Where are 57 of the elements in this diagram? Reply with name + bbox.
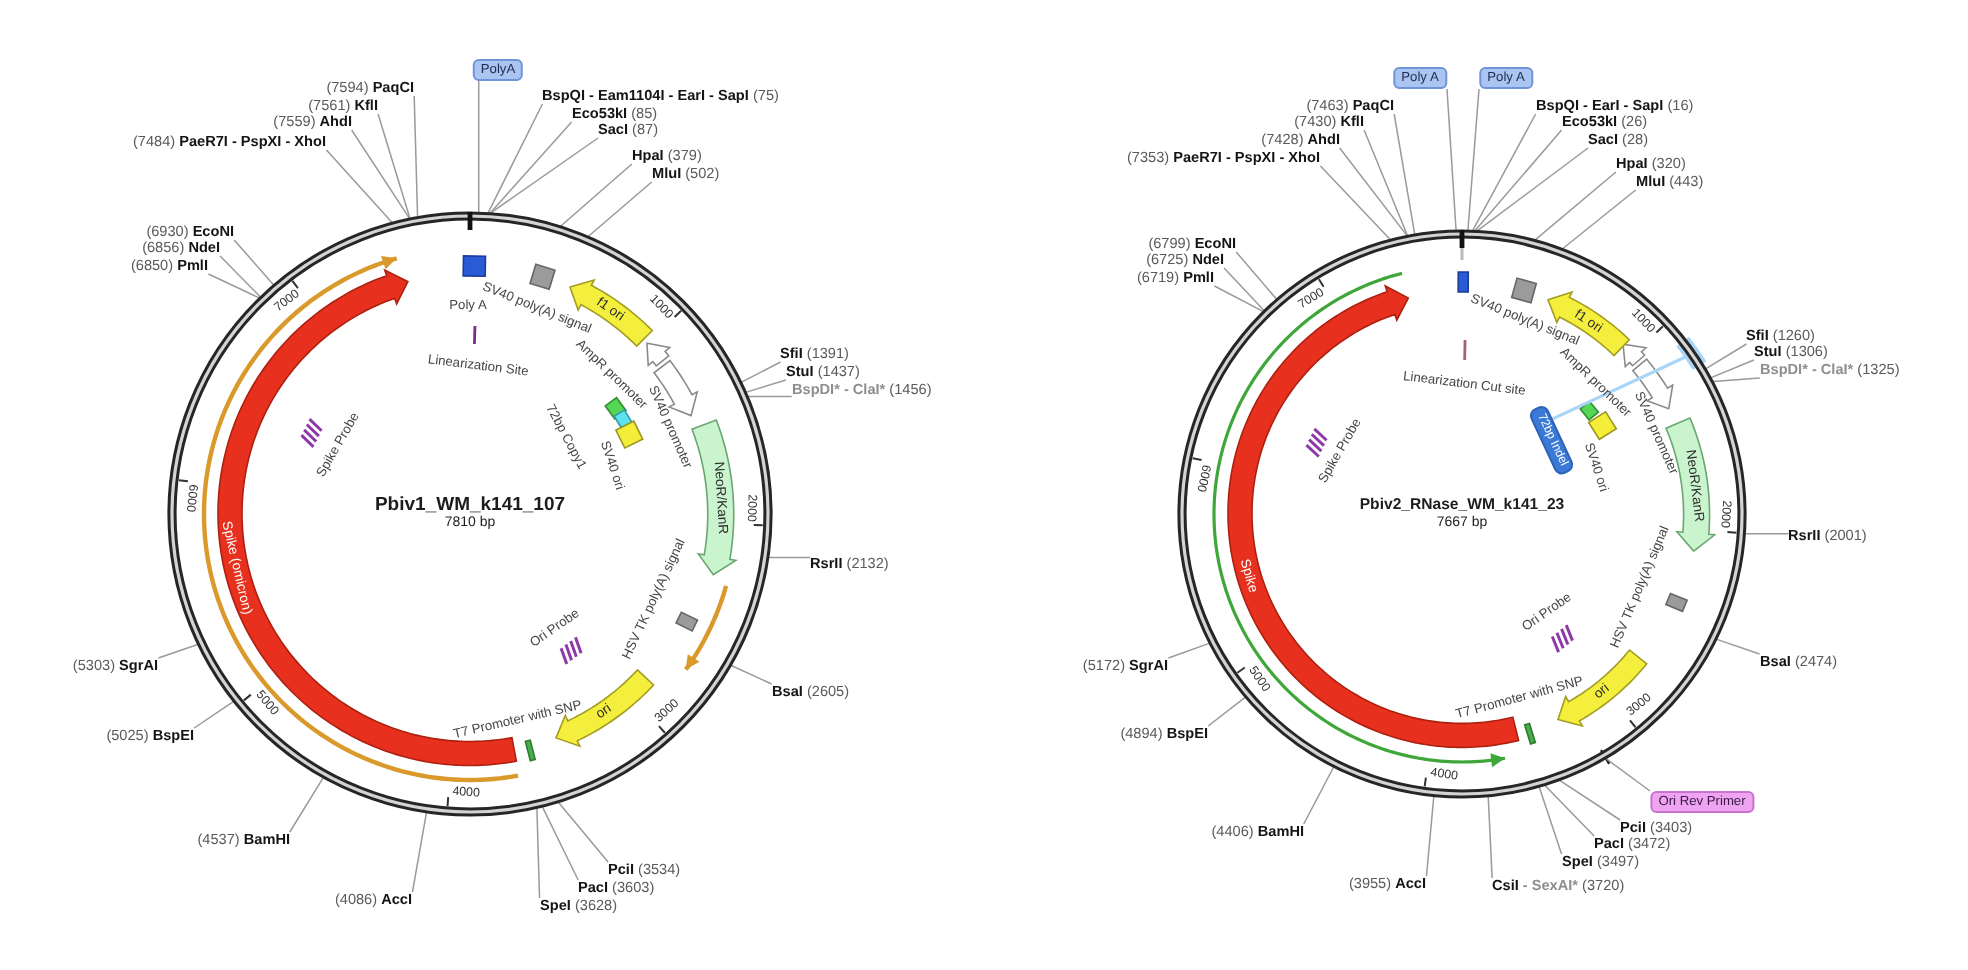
- leader-line: [1223, 267, 1265, 312]
- leader-line: [558, 801, 609, 863]
- leader-line: [1716, 638, 1761, 655]
- leader-line: [536, 807, 541, 899]
- leader-line: [1477, 147, 1589, 232]
- leader-line: [1605, 757, 1651, 792]
- leader-line: [1363, 129, 1409, 237]
- leader-line: [219, 255, 261, 298]
- leader-line: [1425, 795, 1435, 877]
- leader-line: [747, 395, 793, 398]
- leader-line: [325, 149, 393, 224]
- plasmid-name: Pbiv1_WM_k141_107: [374, 495, 566, 516]
- leader-line: [1744, 533, 1790, 535]
- leader-line: [233, 239, 275, 286]
- leader-line: [541, 806, 579, 881]
- feature-annotation: [689, 417, 737, 577]
- leader-line: [1534, 171, 1617, 241]
- leader-line: [350, 129, 410, 219]
- feature-annotation: [1555, 647, 1649, 728]
- leader-line: [1705, 343, 1748, 370]
- leader-line: [1474, 129, 1563, 232]
- leader-line: [1487, 796, 1493, 879]
- leader-line: [1472, 113, 1537, 231]
- leader-line: [487, 103, 544, 214]
- leader-line: [1207, 696, 1246, 727]
- leader-line: [1213, 285, 1264, 313]
- leader-line: [1303, 766, 1335, 825]
- leader-line: [560, 163, 633, 227]
- leader-line: [1710, 359, 1755, 379]
- leader-line: [193, 700, 235, 729]
- leader-line: [1544, 784, 1595, 837]
- leader-line: [1538, 786, 1563, 855]
- leader-line: [489, 121, 573, 214]
- leader-line: [1235, 251, 1278, 300]
- leader-line: [1338, 147, 1408, 237]
- leader-line: [289, 777, 324, 833]
- leader-line: [1559, 779, 1621, 821]
- leader-line: [730, 664, 773, 685]
- leader-line: [207, 273, 260, 299]
- leader-line: [1446, 88, 1457, 231]
- leader-line: [745, 379, 787, 393]
- leader-line: [1562, 189, 1637, 250]
- feature-annotation: [554, 668, 656, 749]
- leader-line: [157, 643, 199, 659]
- leader-line: [377, 113, 411, 219]
- leader-line: [1319, 165, 1391, 241]
- leader-line: [740, 361, 782, 383]
- leader-line: [768, 556, 812, 559]
- leader-line: [413, 95, 419, 218]
- leader-line: [1467, 88, 1480, 231]
- leader-line: [1167, 642, 1210, 659]
- leader-line: [1393, 113, 1416, 235]
- leader-line: [587, 181, 653, 237]
- leader-line: [490, 137, 599, 214]
- leader-line: [1712, 377, 1761, 383]
- leader-line: [1551, 354, 1689, 421]
- leader-line: [411, 812, 428, 893]
